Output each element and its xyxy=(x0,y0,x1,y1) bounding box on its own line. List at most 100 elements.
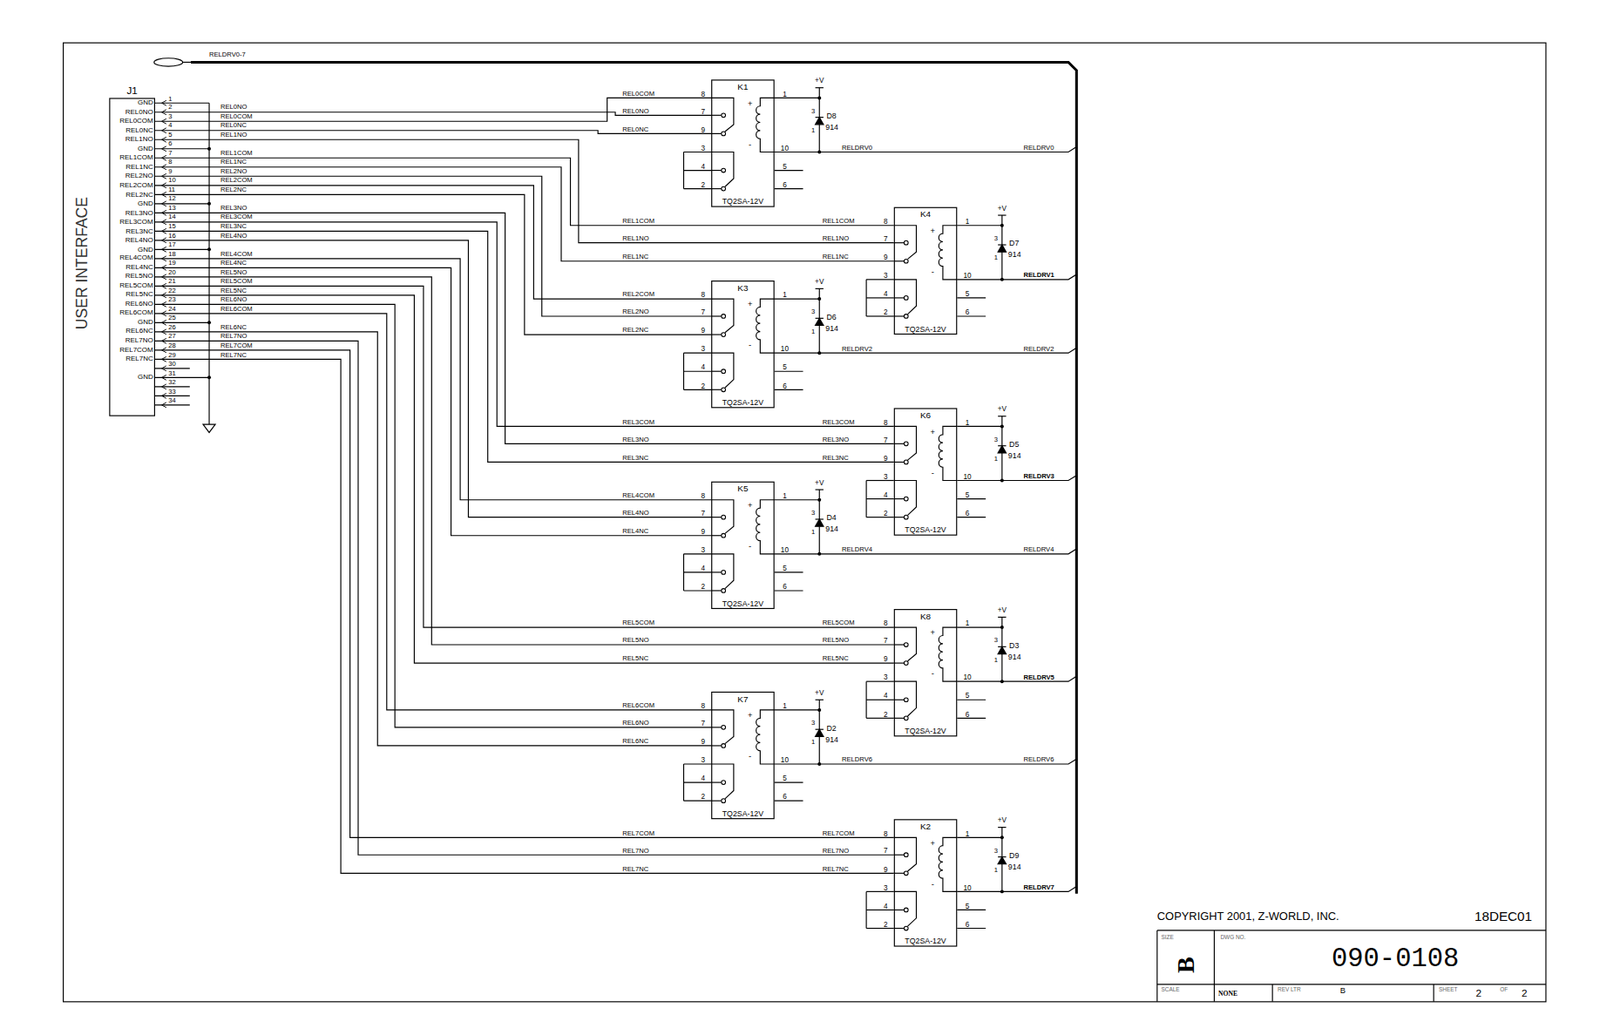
reference-designator: K1 xyxy=(737,82,748,92)
contact-ring xyxy=(903,515,909,520)
signal-name: REL7NC xyxy=(622,865,649,873)
diode-pin-number: 3 xyxy=(811,308,815,316)
relay-coil xyxy=(756,97,775,152)
pin-lead xyxy=(866,681,868,719)
wire xyxy=(155,240,712,518)
relay-pin-number: 6 xyxy=(965,308,970,316)
part-number: TQ2SA-12V xyxy=(904,726,946,735)
pin-number: 33 xyxy=(168,387,176,395)
junction-dot xyxy=(207,202,211,206)
relay-box: K8TQ2SA-12V xyxy=(894,609,958,737)
pin-name: REL5NO xyxy=(125,273,154,281)
drive-signal: RELDRV5 xyxy=(1023,673,1054,681)
diode-lead xyxy=(819,526,821,555)
title-block-line xyxy=(1213,930,1215,1003)
wire xyxy=(155,97,712,122)
relay-pin-number: 5 xyxy=(965,691,970,699)
relay-pin-number: 10 xyxy=(962,673,971,681)
signal-name: REL2NO xyxy=(220,168,247,176)
relay-pin-number: 6 xyxy=(965,920,970,928)
title-field: OF xyxy=(1499,988,1508,994)
contact-ring xyxy=(903,441,909,447)
relay-pin-number: 6 xyxy=(782,381,787,389)
signal-name: REL2NC xyxy=(220,186,247,194)
drive-line xyxy=(956,887,1077,893)
coil-polarity: - xyxy=(931,881,935,889)
ground-lead xyxy=(155,203,210,204)
pin-lead xyxy=(155,404,190,406)
contact-ring xyxy=(903,871,909,876)
pin-number: 8 xyxy=(168,159,172,167)
coil-lead xyxy=(956,837,1003,839)
relay-pin-number: 3 xyxy=(700,756,706,764)
contact-ring xyxy=(903,460,909,465)
signal-name: REL7COM xyxy=(220,342,253,350)
contact-lead xyxy=(894,699,905,701)
relay-pin-number: 9 xyxy=(883,655,889,663)
reference-designator: K5 xyxy=(737,484,748,494)
relay-pin-number: 8 xyxy=(883,829,889,837)
signal-name: REL0COM xyxy=(622,89,655,97)
drive-signal: RELDRV6 xyxy=(1023,756,1054,764)
relay-pin-number: 6 xyxy=(782,180,787,188)
pin-name: REL7COM xyxy=(119,346,153,354)
diode-part: 914 xyxy=(1008,250,1022,259)
pin-lead xyxy=(684,151,712,153)
relay-pin-number: 8 xyxy=(883,216,889,224)
pin-lead xyxy=(866,278,895,280)
signal-name: REL0NC xyxy=(622,125,649,133)
contact-ring xyxy=(903,643,909,648)
diode-symbol xyxy=(815,729,824,737)
relay-pin-number: 8 xyxy=(700,491,706,499)
wire xyxy=(155,340,895,855)
diode-symbol xyxy=(815,518,824,520)
pin-number: 28 xyxy=(168,342,176,350)
pin-lead xyxy=(155,367,190,369)
switch-blade xyxy=(894,481,917,516)
signal-name: REL5NC xyxy=(822,655,849,663)
diode-lead xyxy=(819,88,821,118)
signal-name: REL2NC xyxy=(622,326,649,334)
drive-signal: RELDRV2 xyxy=(841,345,873,353)
relay-pin-number: 1 xyxy=(965,216,970,224)
wire xyxy=(155,222,895,428)
coil-polarity: + xyxy=(929,840,935,848)
sheet-count: 2 xyxy=(1521,989,1528,1000)
pin-lead xyxy=(866,297,895,299)
relay-pin-number: 1 xyxy=(965,829,970,837)
title-block-line xyxy=(1433,984,1435,1003)
pin-lead xyxy=(956,498,986,500)
contact-lead xyxy=(894,242,905,244)
drawing-date: 18DEC01 xyxy=(1474,909,1533,923)
relay-pin-number: 9 xyxy=(883,865,889,873)
contact-lead xyxy=(894,718,905,719)
pin-lead xyxy=(866,928,895,929)
pin-name: REL4NC xyxy=(125,264,153,272)
ground-lead xyxy=(155,102,210,104)
diode-ref: D4 xyxy=(826,514,836,523)
relay-pin-number: 3 xyxy=(700,143,706,151)
pin-number: 6 xyxy=(168,141,172,149)
drive-signal: RELDRV0 xyxy=(841,143,873,151)
relay-pin-number: 6 xyxy=(965,710,970,718)
pin-number: 3 xyxy=(168,113,172,121)
coil-polarity: + xyxy=(747,300,753,309)
diode-symbol xyxy=(997,244,1006,245)
signal-name: REL0NC xyxy=(220,122,247,130)
bus-line xyxy=(183,61,191,63)
diode-ref: D3 xyxy=(1009,642,1019,651)
copyright-note: COPYRIGHT 2001, Z-WORLD, INC. xyxy=(1157,910,1340,923)
contact-lead xyxy=(894,443,905,445)
pin-number: 34 xyxy=(168,397,176,405)
contact-lead xyxy=(711,188,722,190)
diode-lead xyxy=(1001,416,1003,447)
signal-name: REL7NO xyxy=(220,332,247,340)
relay-coil xyxy=(756,710,775,765)
contact-ring xyxy=(903,661,909,666)
contact-ring xyxy=(903,314,909,319)
contact-ring xyxy=(903,240,909,245)
pin-number: 20 xyxy=(168,269,176,277)
coil-polarity: - xyxy=(931,469,935,478)
switch-blade xyxy=(711,151,734,187)
